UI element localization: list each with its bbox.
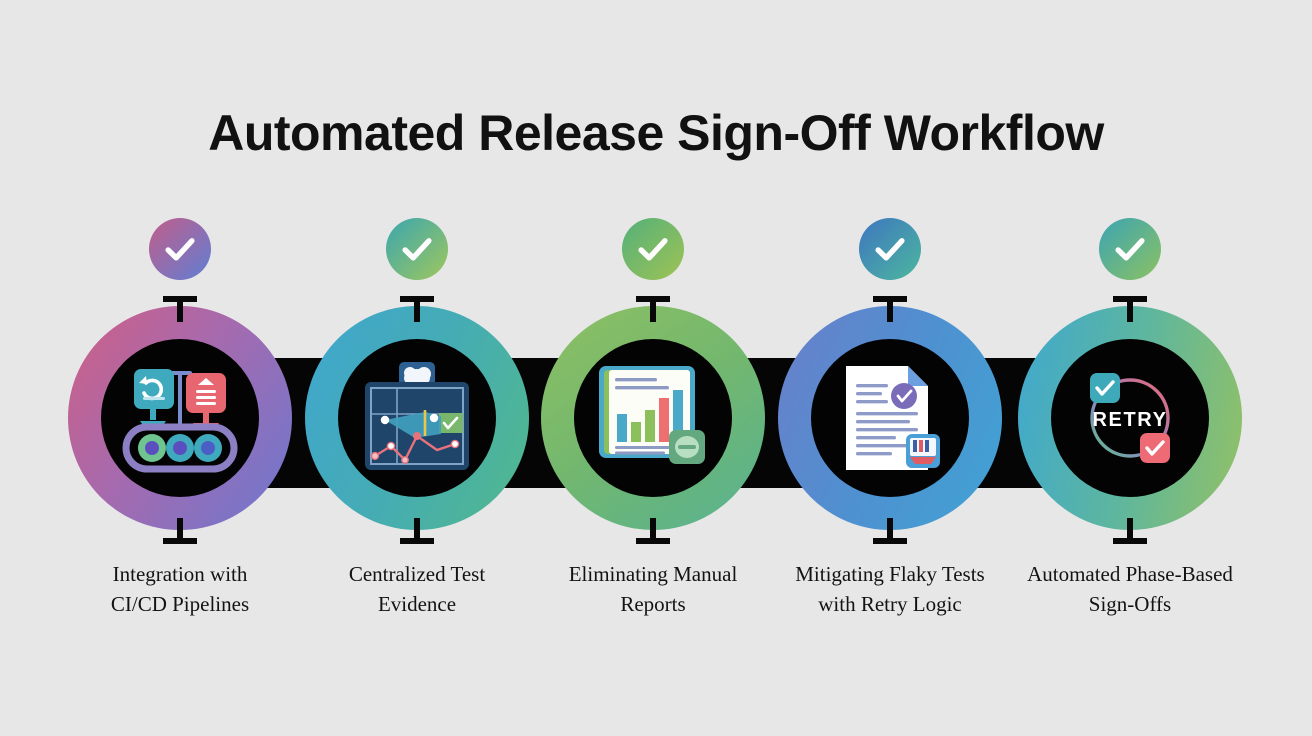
caption-line-1: Centralized Test [348,562,486,586]
ring-core-3 [574,339,732,497]
ring-core-2 [338,339,496,497]
ring-core-5: RETRY [1051,339,1209,497]
workflow-node-1[interactable]: Integration with CI/CD Pipelines [60,218,300,638]
caption-line-2: Sign-Offs [1088,591,1172,616]
check-icon [402,238,432,261]
stem-top-2 [400,296,434,322]
test-dashboard-icon [365,362,469,470]
workflow-node-4[interactable]: Mitigating Flaky Tests with Retry Logic [770,218,1010,638]
stem-bottom-4 [873,518,907,544]
stem-bottom-5 [1113,518,1147,544]
caption-line-1: Automated Phase-Based [1027,562,1233,586]
ring-2[interactable] [305,306,529,530]
caption-line-2: Reports [620,591,686,616]
caption-line-2: Evidence [377,591,457,616]
stem-bottom-1 [163,518,197,544]
retry-label: RETRY [1092,409,1167,431]
caption-line-1: Integration with [112,562,248,586]
check-icon [165,238,195,261]
node-caption-4: Mitigating Flaky Tests with Retry Logic [755,560,1025,620]
status-badge-4[interactable] [859,218,921,280]
node-caption-5: Automated Phase-Based Sign-Offs [995,560,1265,620]
node-caption-1: Integration with CI/CD Pipelines [55,560,305,620]
signed-document-icon [846,366,940,470]
caption-line-2: with Retry Logic [818,591,962,616]
ring-4[interactable] [778,306,1002,530]
caption-line-1: Mitigating Flaky Tests [795,562,985,586]
retry-loop-icon: RETRY [1090,373,1170,463]
stem-top-4 [873,296,907,322]
status-badge-1[interactable] [149,218,211,280]
stem-bottom-2 [400,518,434,544]
check-icon [875,238,905,261]
bar-chart-report-icon [599,366,705,464]
status-badge-3[interactable] [622,218,684,280]
ring-5[interactable]: RETRY [1018,306,1242,530]
stem-bottom-3 [636,518,670,544]
stem-top-3 [636,296,670,322]
workflow-node-2[interactable]: Centralized Test Evidence [297,218,537,638]
status-badge-2[interactable] [386,218,448,280]
caption-line-1: Eliminating Manual [568,562,738,586]
page-title: Automated Release Sign-Off Workflow [208,105,1104,161]
ring-core-1 [101,339,259,497]
node-caption-2: Centralized Test Evidence [292,560,542,620]
cicd-pipeline-icon [122,369,238,473]
check-icon [1115,238,1145,261]
stem-top-5 [1113,296,1147,322]
stem-top-1 [163,296,197,322]
ring-1[interactable] [68,306,292,530]
status-badge-5[interactable] [1099,218,1161,280]
check-icon [638,238,668,261]
caption-line-2: CI/CD Pipelines [110,591,250,616]
workflow-node-3[interactable]: Eliminating Manual Reports [533,218,773,638]
ring-3[interactable] [541,306,765,530]
node-caption-3: Eliminating Manual Reports [528,560,778,620]
ring-core-4 [811,339,969,497]
workflow-node-5[interactable]: RETRY Automated Phase-Based Sign-Offs [1010,218,1250,638]
